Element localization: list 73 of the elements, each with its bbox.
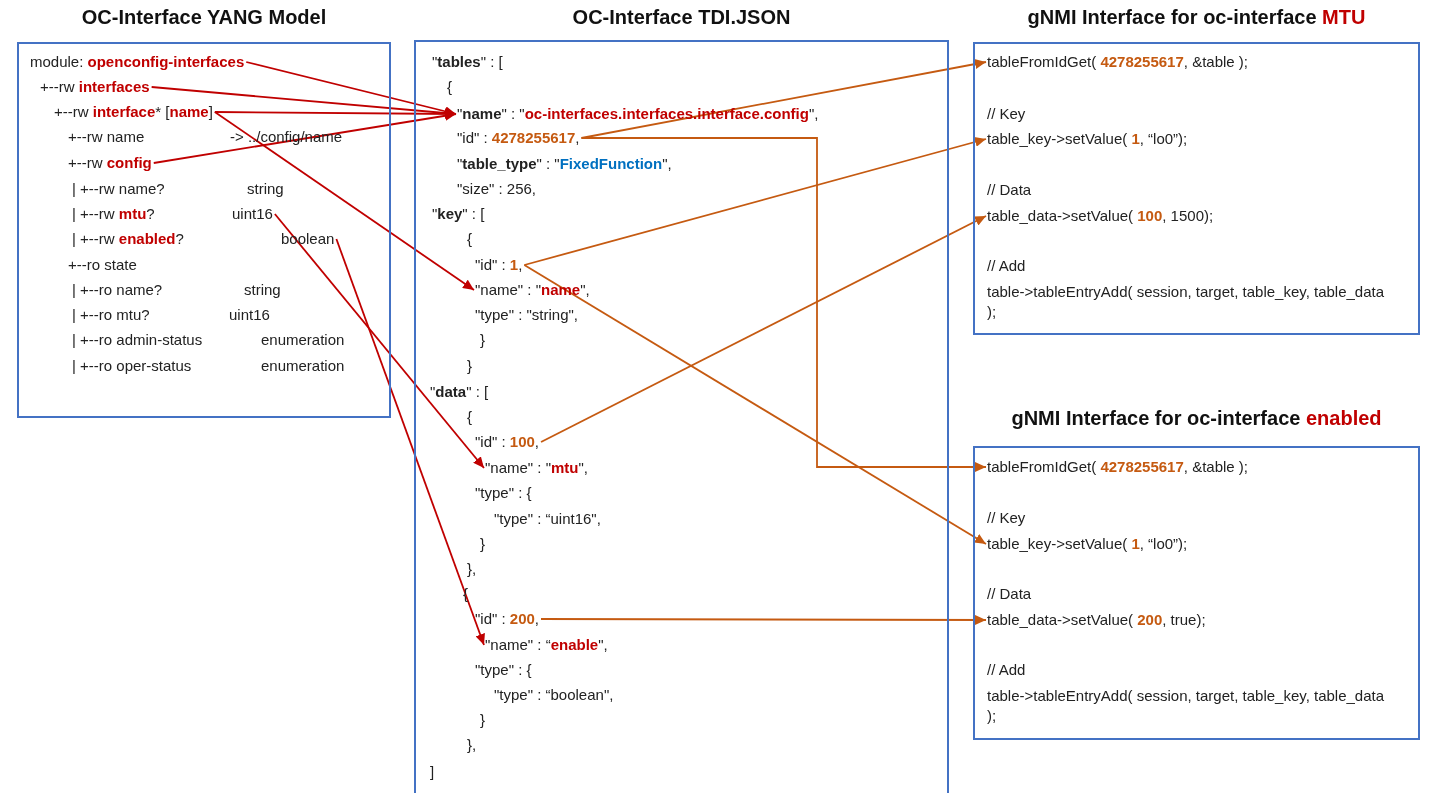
code-text: { (467, 407, 472, 427)
code-text: }, (467, 559, 477, 579)
panel-title: OC-Interface TDI.JSON (572, 5, 791, 30)
code-text: "id" : 1, (475, 255, 523, 275)
code-text: "name" : “enable", (485, 635, 608, 655)
code-text: { (467, 229, 472, 249)
code-text: +--ro state (68, 255, 137, 275)
code-text: | +--ro mtu? (72, 305, 150, 325)
code-text: | +--ro admin-status (72, 330, 203, 350)
code-text: } (480, 710, 485, 730)
code-text: "type" : { (475, 483, 532, 503)
code-text: | +--rw mtu? (72, 204, 155, 224)
code-text: // Add (987, 660, 1026, 680)
code-text: ] (430, 762, 435, 782)
code-text: } (480, 534, 485, 554)
arrow (523, 137, 987, 266)
code-text: "id" : 200, (475, 609, 540, 629)
code-text: | +--rw enabled? (72, 229, 184, 249)
code-text: // Key (987, 104, 1026, 124)
code-text: string (244, 280, 281, 300)
code-text: "tables" : [ (432, 52, 503, 72)
arrow (152, 110, 457, 164)
code-text: enumeration (261, 330, 345, 350)
panel-title: gNMI Interface for oc-interface MTU (1027, 5, 1366, 30)
code-text: "type" : { (475, 660, 532, 680)
panel-title: gNMI Interface for oc-interface enabled (1011, 406, 1382, 431)
code-text: | +--rw name? (72, 179, 165, 199)
code-text: }, (467, 735, 477, 755)
code-text: table_data->setValue( 200, true); (987, 610, 1206, 630)
code-text: +--rw interfaces (40, 77, 150, 97)
code-text: "data" : [ (430, 382, 489, 402)
code-text: table_key->setValue( 1, “lo0”); (987, 534, 1188, 554)
arrow (335, 238, 485, 646)
code-text: table_data->setValue( 100, 1500); (987, 206, 1214, 226)
code-text: // Data (987, 180, 1032, 200)
code-text: { (463, 584, 468, 604)
code-text: +--rw interface* [name] (54, 102, 213, 122)
code-text: "id" : 100, (475, 432, 540, 452)
code-text: "size" : 256, (457, 179, 537, 199)
code-text: tableFromIdGet( 4278255617, &table ); (987, 52, 1248, 72)
arrow (523, 264, 987, 545)
code-text: "table_type" : "FixedFunction", (457, 154, 672, 174)
code-text: +--rw name (68, 127, 145, 147)
code-text: table_key->setValue( 1, “lo0”); (987, 129, 1188, 149)
code-text: "type" : “uint16", (494, 509, 601, 529)
code-text: // Add (987, 256, 1026, 276)
code-text: | +--ro name? (72, 280, 163, 300)
code-text: uint16 (229, 305, 270, 325)
code-text: "type" : "string", (475, 305, 578, 325)
panel-title: OC-Interface YANG Model (81, 5, 327, 30)
code-text: } (480, 330, 485, 350)
code-text: "key" : [ (432, 204, 485, 224)
code-text: "id" : 4278255617, (457, 128, 580, 148)
arrow (540, 215, 987, 443)
code-text: | +--ro oper-status (72, 356, 192, 376)
arrow (274, 213, 485, 469)
code-text: } (467, 356, 472, 376)
arrow (540, 615, 987, 625)
code-text: // Key (987, 508, 1026, 528)
arrow (213, 111, 475, 291)
code-text: table->tableEntryAdd( session, target, table_key, table_data ); (987, 282, 1386, 322)
code-text: uint16 (232, 204, 273, 224)
code-text: { (447, 77, 452, 97)
code-text: module: openconfig-interfaces (30, 52, 245, 72)
code-text: enumeration (261, 356, 345, 376)
code-text: // Data (987, 584, 1032, 604)
code-text: string (247, 179, 284, 199)
code-text: "name" : "mtu", (485, 458, 588, 478)
code-text: "type" : “boolean", (494, 685, 614, 705)
arrow (580, 137, 987, 472)
code-text: table->tableEntryAdd( session, target, table_key, table_data ); (987, 686, 1386, 726)
code-text: +--rw config (68, 153, 152, 173)
code-text: tableFromIdGet( 4278255617, &table ); (987, 457, 1248, 477)
